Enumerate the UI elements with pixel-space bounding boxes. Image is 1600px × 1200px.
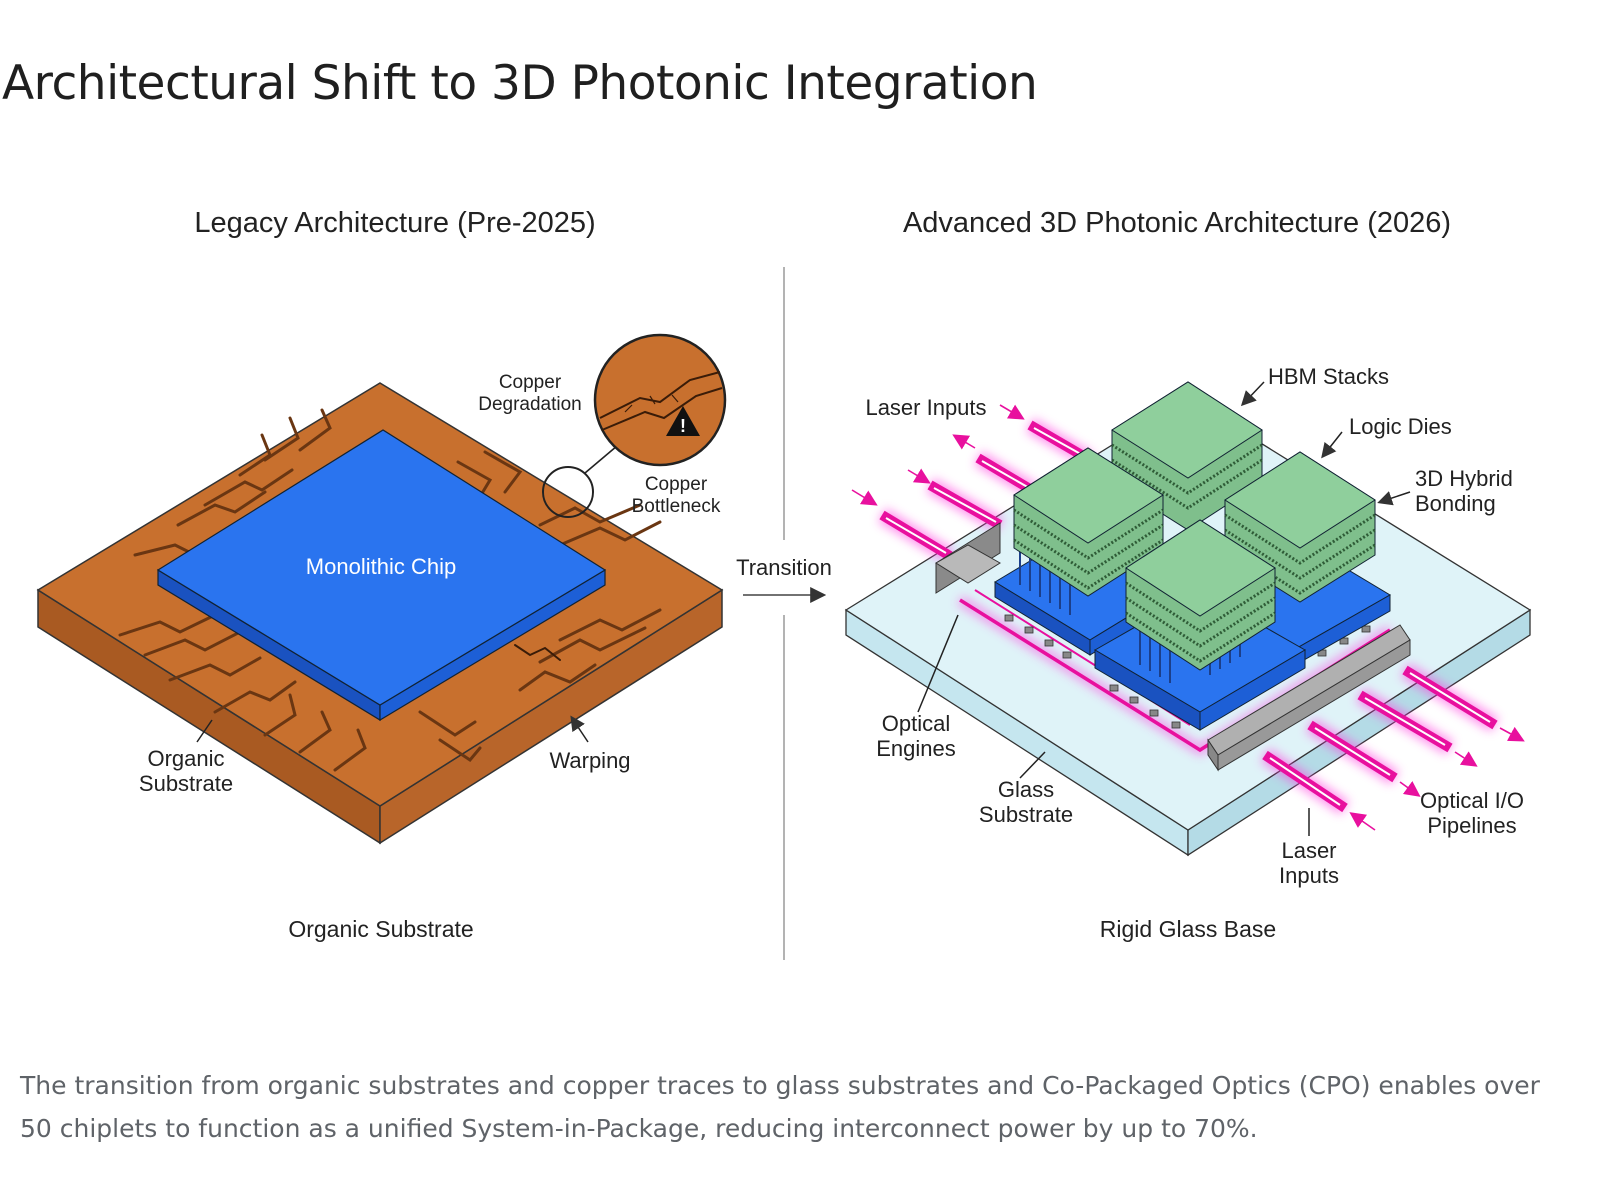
optical-engine-left — [935, 522, 1001, 594]
laser-inputs-bottom-label-line2: Inputs — [1279, 863, 1339, 888]
figure-caption: The transition from organic substrates a… — [20, 1071, 1540, 1143]
advanced-footer: Rigid Glass Base — [1100, 916, 1276, 942]
legacy-title: Legacy Architecture (Pre-2025) — [194, 207, 595, 239]
optical-engine-right — [1207, 624, 1411, 772]
optical-engines-label-line1: Optical — [882, 711, 950, 736]
copper-degradation-callout: ! — [542, 333, 727, 518]
transition-label: Transition — [736, 555, 832, 580]
warping-label: Warping — [549, 748, 630, 773]
glass-substrate-label-line1: Glass — [998, 777, 1054, 802]
leader-lines — [917, 381, 1411, 836]
hbm-stack-front — [1125, 519, 1276, 671]
hbm-stacks-label: HBM Stacks — [1268, 364, 1389, 389]
organic-substrate-leader — [196, 719, 213, 743]
optical-io-label-line1: Optical I/O — [1420, 788, 1524, 813]
laser-inputs-bottom-label-line1: Laser — [1281, 838, 1336, 863]
page-title: Architectural Shift to 3D Photonic Integ… — [2, 56, 1038, 111]
optical-io-waveguides — [1260, 663, 1525, 831]
optical-engines-label-line2: Engines — [876, 736, 956, 761]
transition: Transition — [736, 267, 832, 960]
copper-bottleneck-label-line1: Copper — [645, 474, 708, 495]
architecture-diagram: Legacy Architecture (Pre-2025) — [36, 207, 1532, 960]
advanced-panel: Advanced 3D Photonic Architecture (2026) — [844, 207, 1532, 942]
optical-io-label-line2: Pipelines — [1427, 813, 1516, 838]
copper-bottleneck-label-line2: Bottleneck — [632, 496, 721, 517]
laser-inputs-top-label: Laser Inputs — [865, 395, 986, 420]
logic-dies-label: Logic Dies — [1349, 414, 1452, 439]
warning-icon — [666, 406, 700, 436]
hbm-stack-left — [1013, 447, 1164, 597]
hybrid-bonding-label-line1: 3D Hybrid — [1415, 466, 1513, 491]
legacy-panel: Legacy Architecture (Pre-2025) — [36, 207, 727, 942]
organic-substrate-label-line2: Substrate — [139, 771, 233, 796]
glass-substrate-label-line2: Substrate — [979, 802, 1073, 827]
warping-arrow — [570, 715, 589, 743]
copper-degradation-label-line1: Copper — [499, 372, 562, 393]
monolithic-chip-label: Monolithic Chip — [306, 554, 456, 579]
copper-degradation-label-line2: Degradation — [478, 394, 582, 415]
advanced-title: Advanced 3D Photonic Architecture (2026) — [903, 207, 1451, 239]
hybrid-bonding-label-line2: Bonding — [1415, 491, 1496, 516]
monolithic-chip — [156, 429, 607, 722]
svg-text:!: ! — [680, 416, 686, 436]
organic-substrate-label-line1: Organic — [147, 746, 224, 771]
legacy-footer: Organic Substrate — [288, 916, 473, 942]
